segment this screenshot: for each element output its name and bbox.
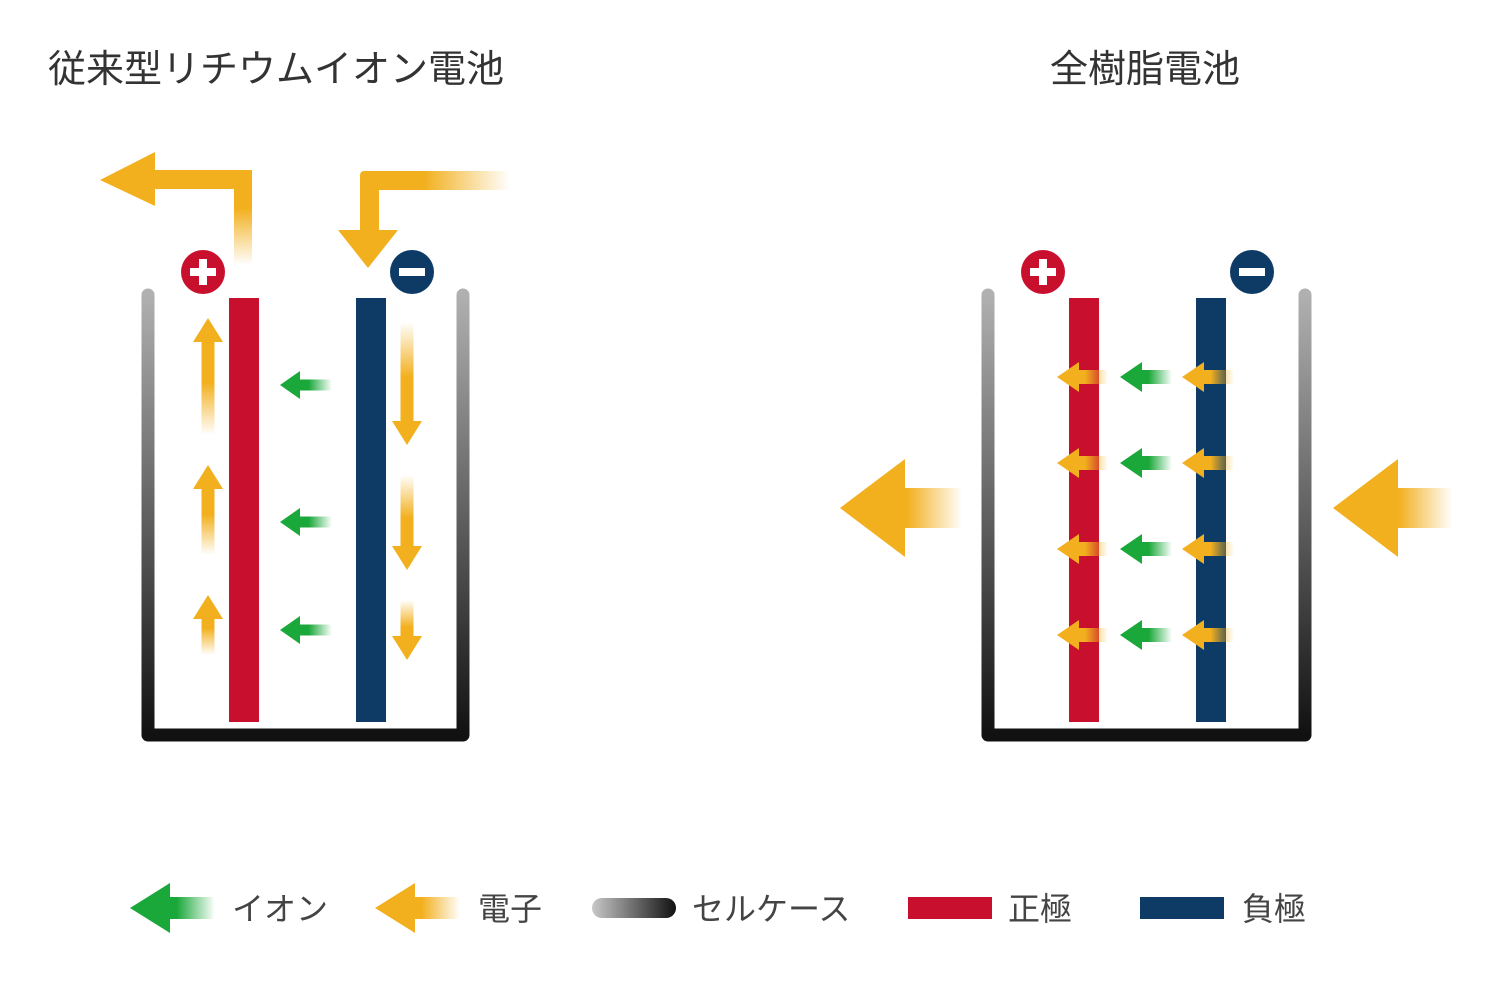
all-polymer-battery-cell <box>981 250 1312 742</box>
electron-arrow <box>1182 362 1234 392</box>
electron-arrow <box>1182 534 1234 564</box>
ion-arrow <box>1120 620 1172 650</box>
electron-arrow <box>1057 620 1108 650</box>
electron-out-arrow <box>100 152 252 265</box>
negative-electrode <box>1196 298 1226 722</box>
cell-case <box>141 288 470 742</box>
electron-arrow <box>392 600 422 660</box>
electron-in-arrow <box>1333 459 1452 557</box>
ion-arrow <box>280 616 332 644</box>
positive-electrode <box>229 298 259 722</box>
positive-terminal-icon <box>1021 250 1065 294</box>
conventional-battery-cell <box>100 152 510 742</box>
electron-arrow <box>193 318 223 435</box>
legend-electron-label: 電子 <box>478 890 542 928</box>
electron-arrow <box>1182 448 1234 478</box>
ion-arrow <box>280 371 332 399</box>
title-all-polymer-battery: 全樹脂電池 <box>1050 47 1240 91</box>
legend-negative-label: 負極 <box>1242 890 1306 928</box>
ion-arrow <box>1120 534 1172 564</box>
positive-terminal-icon <box>181 250 225 294</box>
legend-ion-label: イオン <box>232 890 328 928</box>
legend-electron-arrow <box>375 883 460 933</box>
legend-negative-swatch <box>1140 897 1224 919</box>
negative-electrode <box>356 298 386 722</box>
electron-arrow <box>193 595 223 655</box>
electron-arrow <box>1182 620 1234 650</box>
legend-positive-label: 正極 <box>1008 890 1072 928</box>
electron-arrow <box>392 322 422 445</box>
legend-cell-case-swatch <box>592 898 676 918</box>
cell-case <box>981 288 1312 742</box>
ion-arrow <box>280 508 332 536</box>
legend-ion-arrow <box>130 883 215 933</box>
ion-arrow <box>1120 448 1172 478</box>
electron-arrow <box>193 465 223 555</box>
positive-electrode <box>1069 298 1099 722</box>
legend-cell-case-label: セルケース <box>692 890 850 928</box>
ion-arrow <box>1120 362 1172 392</box>
electron-arrow <box>392 475 422 570</box>
electron-arrow <box>1057 448 1108 478</box>
legend: イオン 電子 セルケース 正極 負極 <box>232 890 1306 928</box>
flow-arrows <box>130 318 1452 933</box>
electron-in-arrow <box>338 171 510 268</box>
negative-terminal-icon <box>1230 250 1274 294</box>
electron-out-arrow <box>840 459 962 557</box>
electron-arrow <box>1057 362 1108 392</box>
title-conventional-lithium-ion: 従来型リチウムイオン電池 <box>48 47 504 91</box>
legend-positive-swatch <box>908 897 992 919</box>
negative-terminal-icon <box>390 250 434 294</box>
electron-arrow <box>1057 534 1108 564</box>
